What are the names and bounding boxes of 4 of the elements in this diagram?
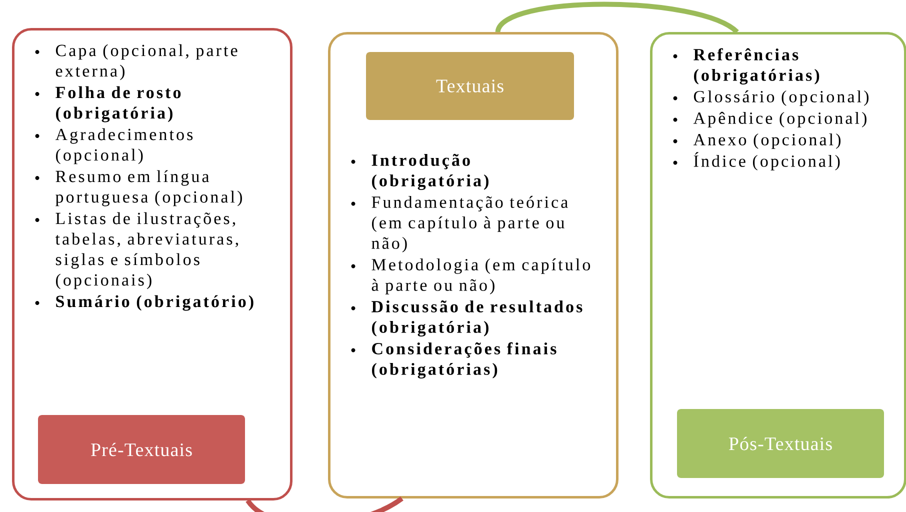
arc-connector [496, 2, 739, 34]
header-box: Pré-Textuais [38, 415, 245, 484]
header-box: Pós-Textuais [677, 409, 884, 478]
header-box: Textuais [366, 52, 574, 120]
